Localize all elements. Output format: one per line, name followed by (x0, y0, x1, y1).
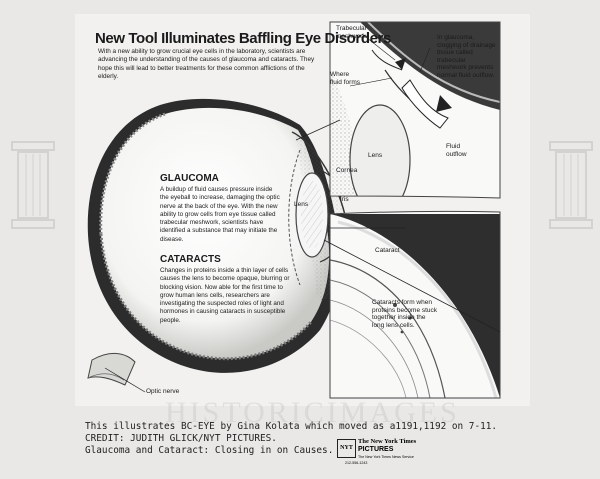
label-cornea: Cornea (336, 167, 358, 174)
glaucoma-inset (330, 22, 500, 198)
label-iris: Iris (340, 196, 349, 203)
leader-line (104, 367, 146, 393)
leader-line (323, 239, 501, 333)
headline: New Tool Illuminates Baffling Eye Disord… (95, 30, 391, 47)
glaucoma-heading: GLAUCOMA (160, 173, 219, 184)
label-lens-main: Lens (294, 201, 309, 208)
column-watermark-icon (549, 141, 593, 229)
logo-sub: PICTURES (358, 446, 394, 453)
caption-line-3: Glaucoma and Cataract: Closing in on Cau… (85, 445, 334, 456)
label-where-fluid-forms: Where fluid forms (330, 71, 360, 86)
label-lens-inset: Lens (368, 152, 383, 159)
label-trabecular-meshwork: Trabecular meshwork (336, 25, 367, 40)
logo-service: The New York Times News Service (358, 455, 414, 459)
label-optic-nerve: Optic nerve (146, 388, 180, 395)
label-glaucoma-note: In glaucoma, clogging of drainage tissue… (437, 34, 496, 79)
cataracts-heading: CATARACTS (160, 254, 221, 265)
caption-line-1: This illustrates BC-EYE by Gina Kolata w… (85, 421, 498, 432)
intro-text: With a new ability to grow crucial eye c… (98, 48, 315, 81)
leader-line (419, 47, 431, 73)
label-cataract: Cataract (375, 247, 400, 254)
caption-line-2: CREDIT: JUDITH GLICK/NYT PICTURES. (85, 433, 277, 444)
logo-mark: NYT (337, 439, 356, 458)
glaucoma-text: A buildup of fluid causes pressure insid… (160, 186, 280, 243)
watermark-text: HISTORICIMAGES (165, 396, 460, 429)
leader-line (295, 119, 341, 141)
nyt-pictures-logo: NYT The New York Times PICTURES The New … (337, 438, 416, 468)
leader-line (349, 77, 393, 87)
label-cataract-note: Cataracts form when proteins become stuc… (372, 299, 438, 329)
logo-phone: 212-556-1243 (345, 461, 368, 465)
column-watermark-icon (11, 141, 55, 229)
logo-name: The New York Times (358, 438, 417, 445)
cataract-inset (330, 211, 500, 398)
eyeball (87, 98, 341, 373)
leader-line (361, 33, 396, 61)
optic-nerve (87, 353, 136, 386)
label-fluid-outflow: Fluid outflow (446, 143, 467, 158)
cataracts-text: Changes in proteins inside a thin layer … (160, 267, 290, 324)
